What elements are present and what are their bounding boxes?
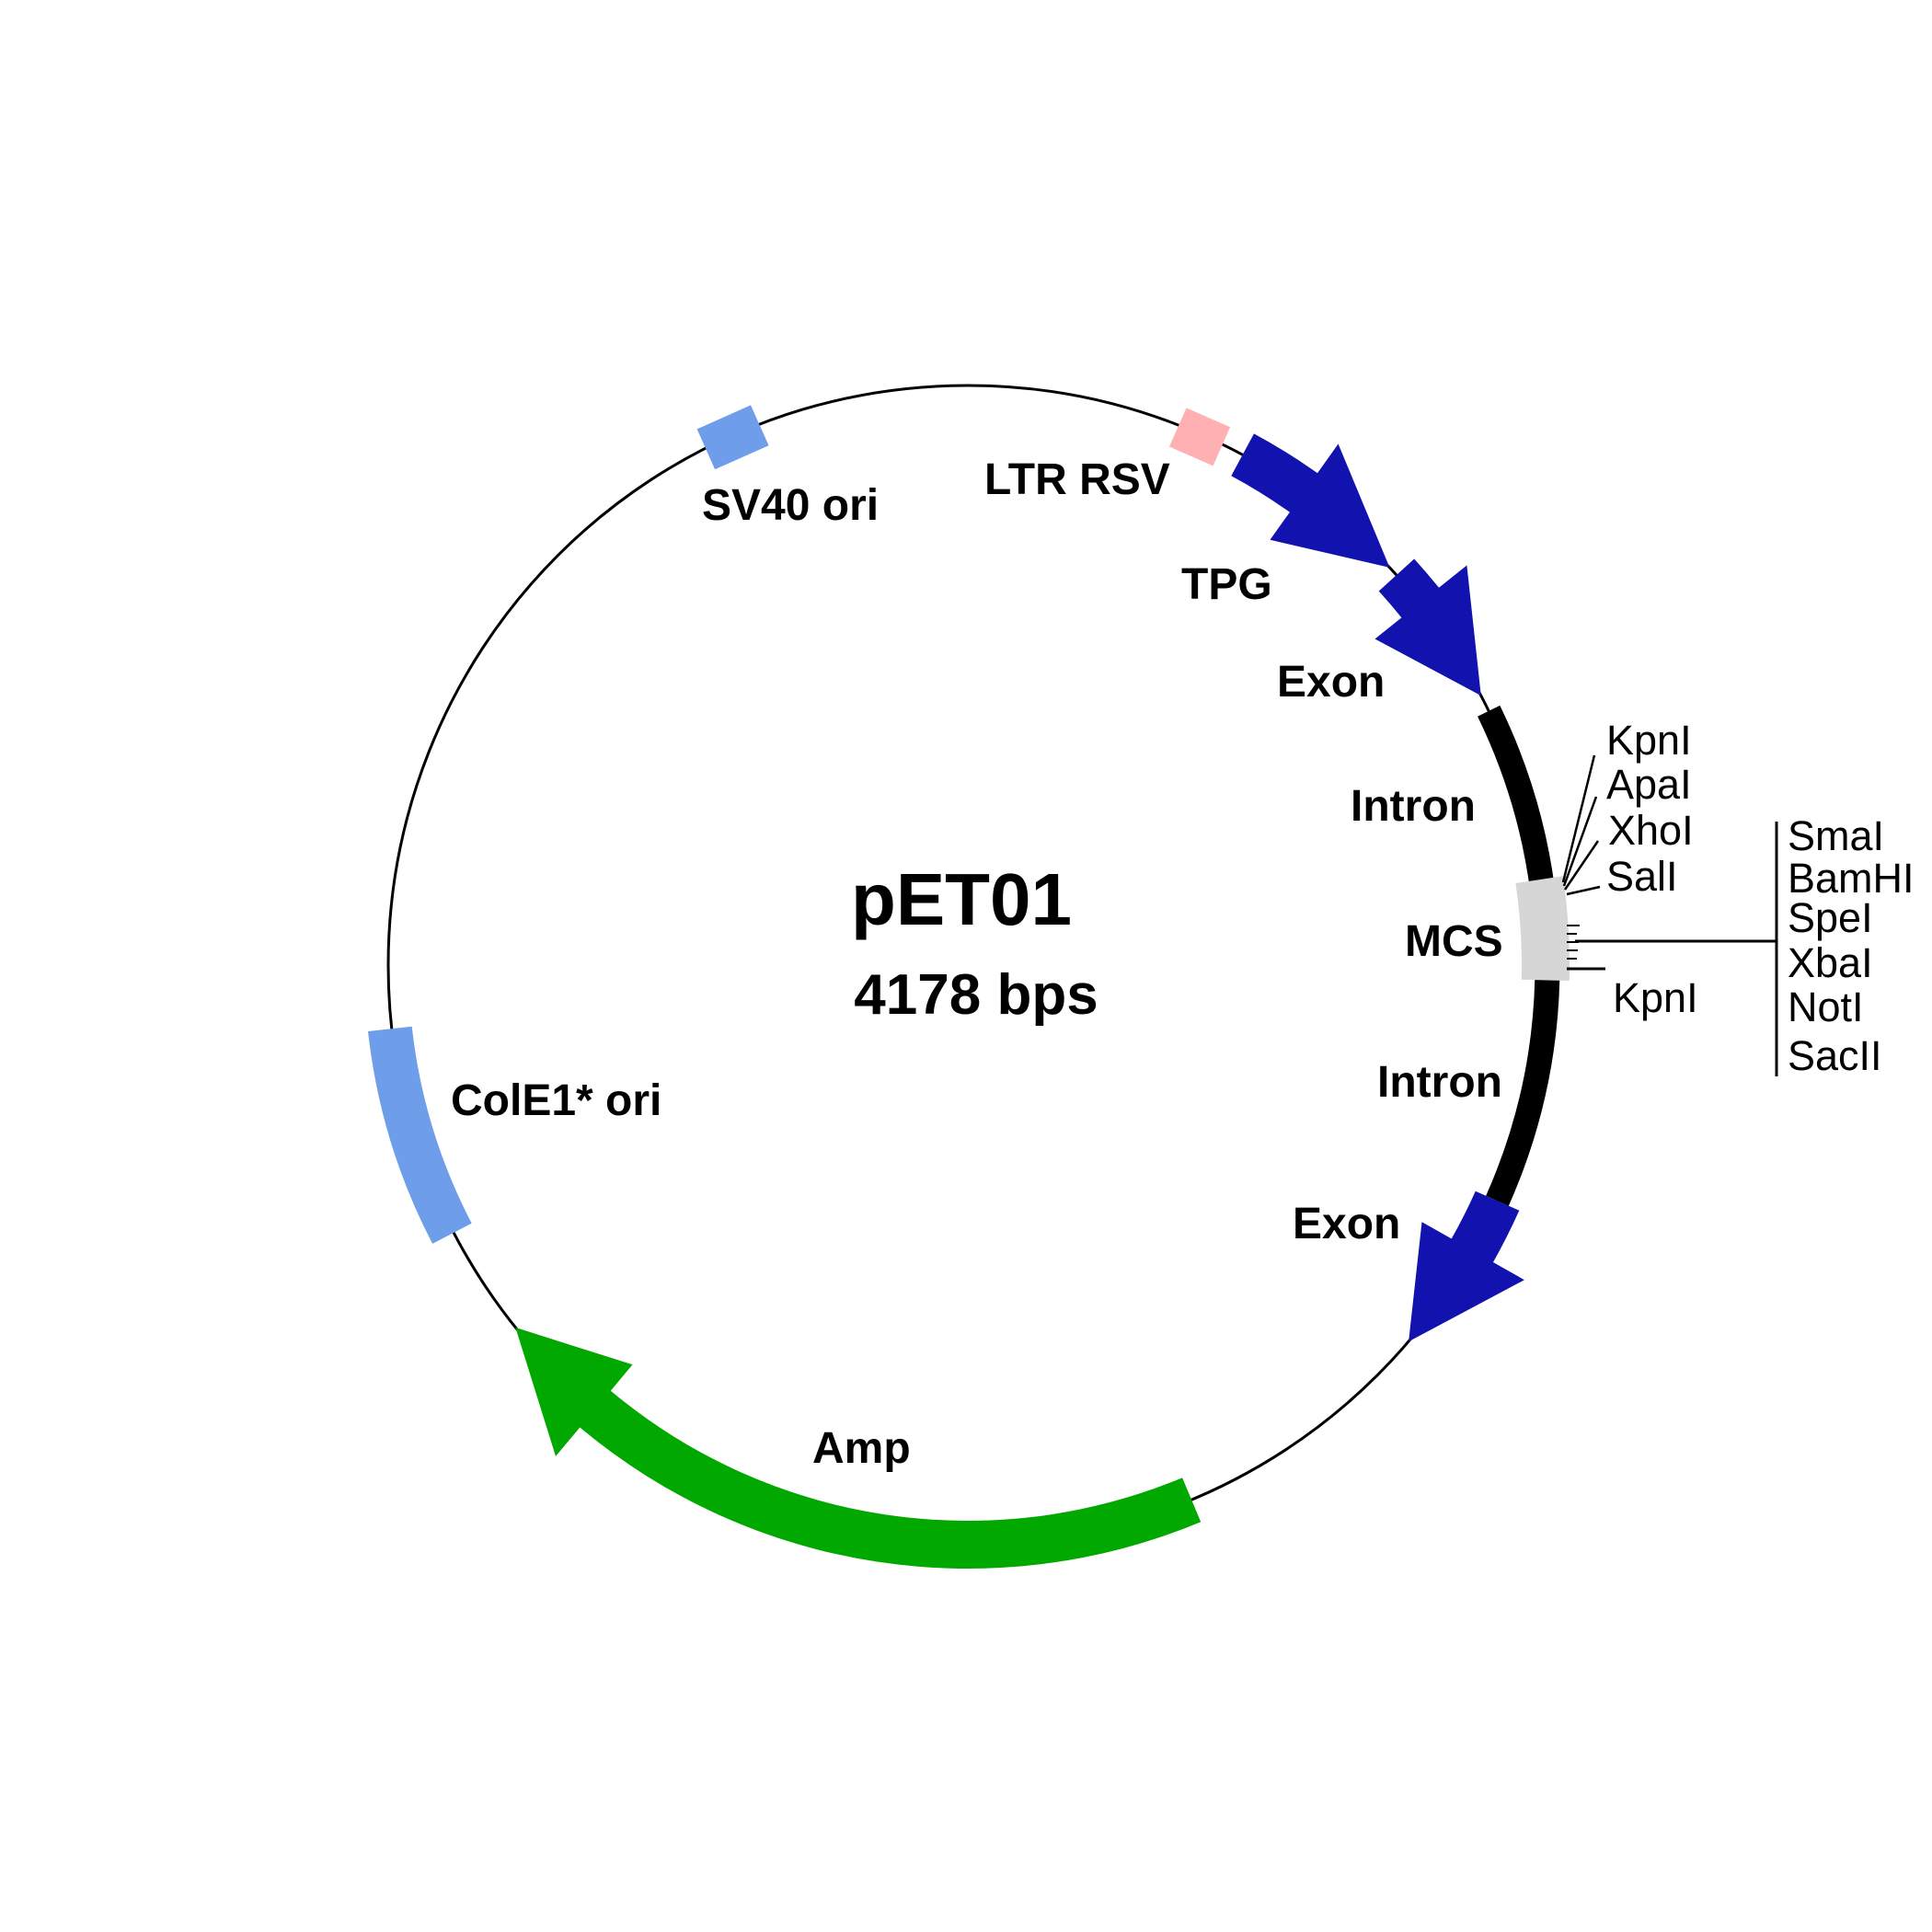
site-spe1: SpeI xyxy=(1788,894,1873,941)
site-sal1: SalI xyxy=(1606,853,1678,900)
site-sma1: SmaI xyxy=(1788,812,1884,859)
site-bamh1: BamHI xyxy=(1788,855,1915,902)
intron-arc-lower xyxy=(1486,979,1560,1206)
amp-label: Amp xyxy=(812,1424,911,1473)
sv40-ori-box xyxy=(696,405,769,470)
sv40-ori-label: SV40 ori xyxy=(702,481,879,530)
site-kpn1-lower: KpnI xyxy=(1613,974,1698,1021)
plasmid-size: 4178 bps xyxy=(854,963,1098,1027)
site-kpn1-upper: KpnI xyxy=(1606,717,1692,764)
exon-arrow-second xyxy=(1374,558,1481,696)
ltr-rsv-label: LTR RSV xyxy=(984,455,1170,504)
plasmid-name: pET01 xyxy=(851,858,1072,940)
exon-upper-label: Exon xyxy=(1277,658,1385,707)
sal1-leader-line xyxy=(1566,885,1601,896)
site-xho1: XhoI xyxy=(1608,807,1694,854)
tpg-label: TPG xyxy=(1181,560,1272,609)
mcs-label: MCS xyxy=(1405,917,1503,966)
apa1-leader-line xyxy=(1562,796,1598,887)
amp-gene-arrow xyxy=(515,1327,1202,1570)
exon-arrow-lower xyxy=(1409,1190,1524,1342)
intron-lower-label: Intron xyxy=(1377,1058,1502,1107)
cole1-ori-band xyxy=(368,1026,472,1244)
site-not1: NotI xyxy=(1788,983,1864,1030)
intron-arc-upper xyxy=(1478,705,1555,891)
exon-lower-label: Exon xyxy=(1293,1200,1400,1248)
tpg-exon-arrow-upper xyxy=(1231,433,1390,568)
intron-upper-label: Intron xyxy=(1351,782,1476,831)
cole1-ori-label: ColE1* ori xyxy=(451,1076,661,1125)
mcs-band xyxy=(1515,876,1570,982)
xho1-leader-line xyxy=(1563,840,1600,891)
ltr-rsv-box xyxy=(1169,408,1231,466)
site-apa1: ApaI xyxy=(1606,761,1692,808)
kpn1-upper-leader-line xyxy=(1561,754,1596,883)
site-sac2: SacII xyxy=(1788,1032,1882,1079)
site-xba1: XbaI xyxy=(1788,939,1873,986)
